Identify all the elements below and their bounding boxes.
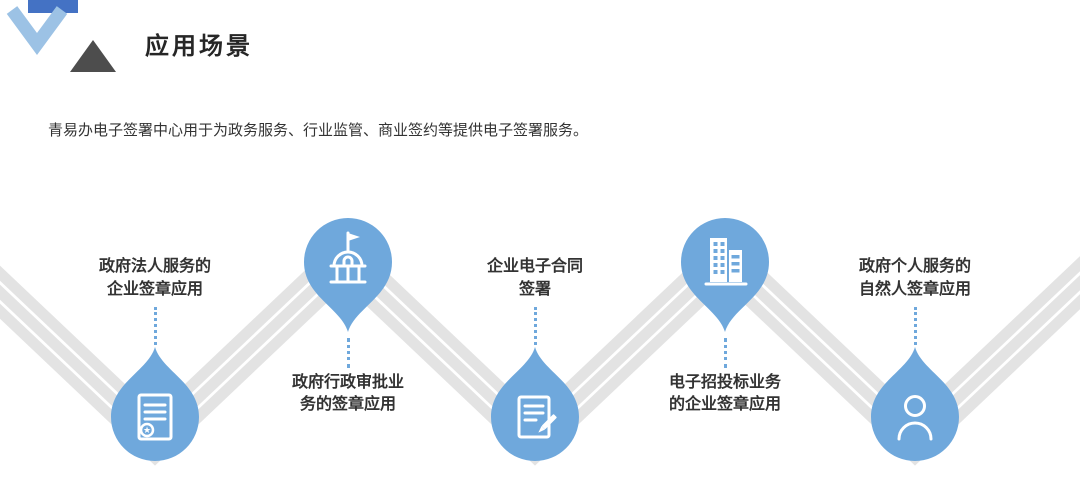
scenario-node-gov-approval: 政府行政审批业 务的签章应用: [260, 214, 436, 417]
dotted-connector: [346, 338, 350, 368]
certificate-seal-icon: ★: [111, 347, 199, 461]
scenario-node-contract: 企业电子合同 签署: [447, 256, 623, 465]
scenario-label: 政府行政审批业 务的签章应用: [291, 374, 404, 414]
page-title: 应用场景: [145, 33, 253, 60]
scenario-label: 政府法人服务的 企业签章应用: [98, 258, 211, 298]
scenario-node-gov-personal: 政府个人服务的 自然人签章应用: [827, 256, 1003, 465]
scenario-label: 政府个人服务的 自然人签章应用: [858, 258, 971, 298]
dotted-connector: [723, 338, 727, 368]
corner-decoration: [6, 0, 116, 72]
dotted-connector: [913, 307, 917, 345]
scenario-node-bidding: 电子招投标业务 的企业签章应用: [637, 214, 813, 417]
deco-chevron-down-icon: [6, 6, 68, 55]
person-icon: [871, 347, 959, 461]
dotted-connector: [533, 307, 537, 345]
government-building-icon: [304, 218, 392, 332]
intro-text: 青易办电子签署中心用于为政务服务、行业监管、商业签约等提供电子签署服务。: [48, 122, 589, 139]
scenario-label: 企业电子合同 签署: [486, 258, 583, 298]
deco-triangle-icon: [70, 40, 116, 72]
scenario-label: 电子招投标业务 的企业签章应用: [668, 374, 781, 414]
svg-text:★: ★: [143, 425, 151, 435]
dotted-connector: [153, 307, 157, 345]
deco-square: [28, 0, 78, 13]
office-building-icon: [681, 218, 769, 332]
contract-signing-icon: [491, 347, 579, 461]
scenario-node-gov-legal: 政府法人服务的 企业签章应用 ★: [67, 256, 243, 465]
